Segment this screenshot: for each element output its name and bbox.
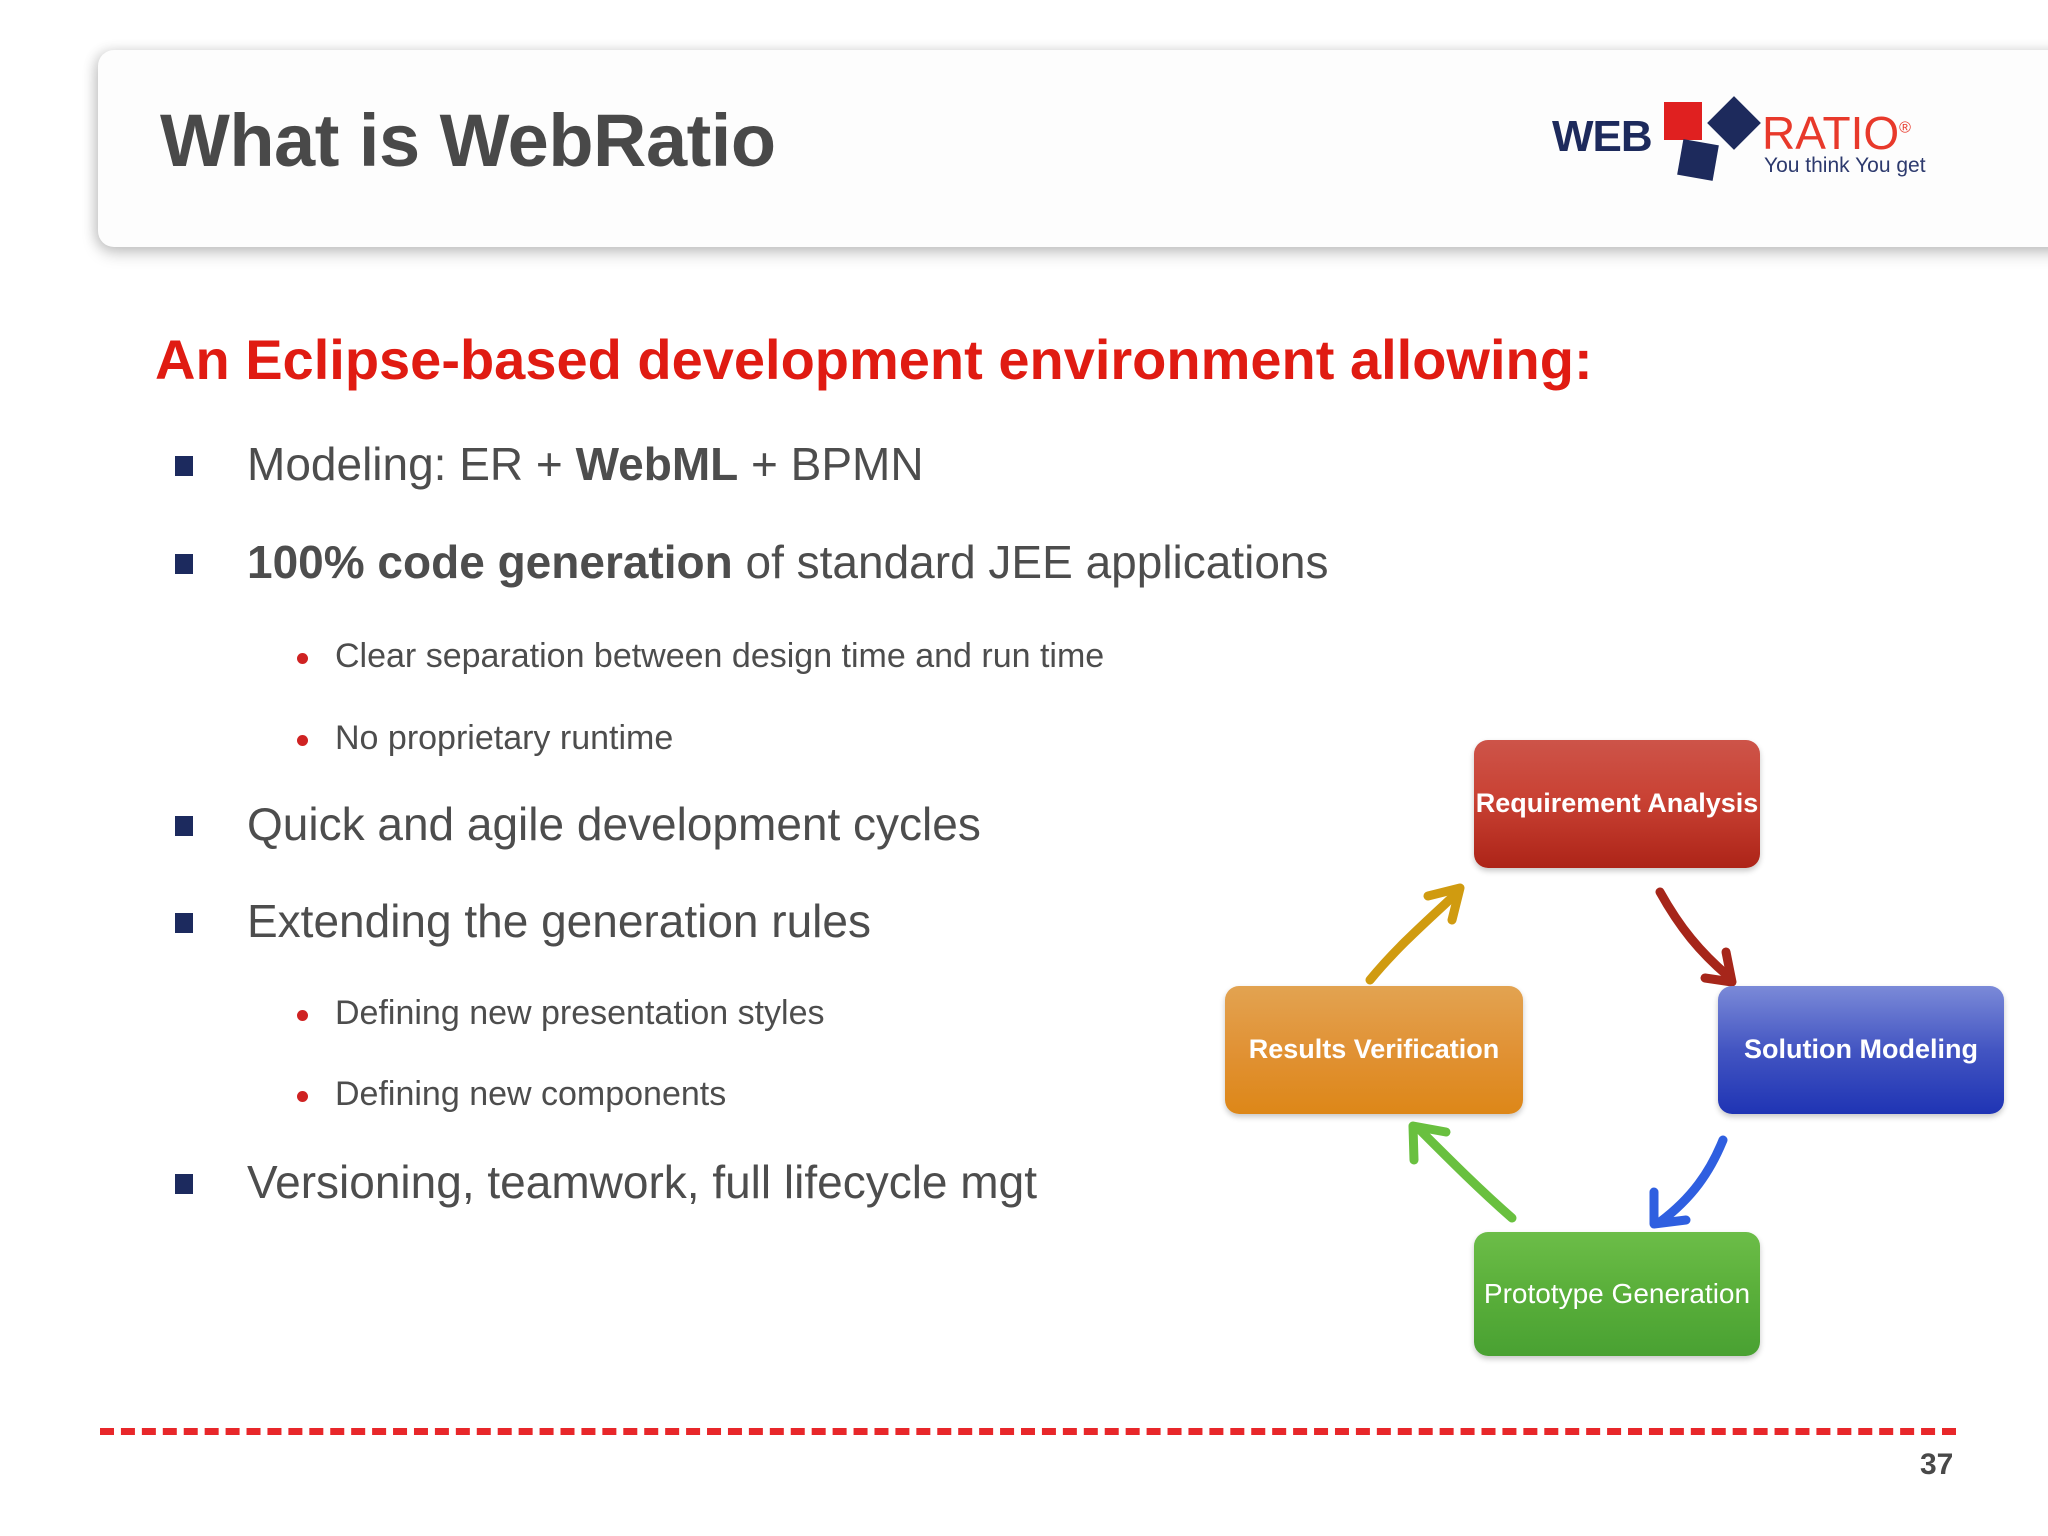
bullet-square-icon (175, 456, 193, 476)
arrow-requirement-to-solution (1655, 887, 1737, 987)
bullet-square-icon (175, 554, 193, 574)
bullet-quick-agile-cycles: Quick and agile development cycles (175, 797, 981, 851)
subbullet-no-proprietary-runtime: No proprietary runtime (297, 719, 674, 758)
bullet-text-plain: Modeling: ER + WebML + BPMN (247, 438, 924, 490)
logo-navy-diamond-icon (1707, 96, 1761, 150)
subbullet-clear-separation: Clear separation between design time and… (297, 637, 1105, 676)
logo-tagline: You think You get (1764, 154, 1926, 177)
cycle-node-results-verification[interactable]: Results Verification (1225, 986, 1523, 1114)
logo-registered-mark: ® (1899, 119, 1911, 137)
bullet-text-plain: 100% code generation of standard JEE app… (247, 536, 1329, 588)
arrow-prototype-to-results (1408, 1121, 1517, 1223)
cycle-node-label: Results Verification (1248, 1034, 1500, 1065)
page-title: What is WebRatio (160, 99, 776, 182)
subbullet-text: No proprietary runtime (335, 719, 674, 757)
subbullet-new-components: Defining new components (297, 1075, 727, 1114)
subbullet-dot-icon (297, 653, 308, 664)
bullet-extending-rules: Extending the generation rules (175, 894, 871, 948)
cycle-node-solution-modeling[interactable]: Solution Modeling (1718, 986, 2004, 1114)
logo-navy-square-icon (1677, 139, 1719, 181)
subbullet-text: Clear separation between design time and… (335, 637, 1105, 675)
logo-ratio-word: RATIO (1762, 107, 1900, 159)
footer-dashed-rule (100, 1428, 1956, 1435)
arrow-results-to-requirement (1365, 883, 1465, 985)
bullet-square-icon (175, 913, 193, 933)
bullet-code-generation: 100% code generation of standard JEE app… (175, 535, 1329, 589)
content-heading: An Eclipse-based development environment… (155, 328, 1593, 391)
webratio-logo: WEB RATIO® You think You get (1552, 88, 1926, 198)
bullet-text: Extending the generation rules (247, 895, 871, 947)
subbullet-dot-icon (297, 1091, 308, 1102)
cycle-node-label: Prototype Generation (1483, 1277, 1751, 1309)
bullet-square-icon (175, 1174, 193, 1194)
bullet-modeling: Modeling: ER + WebML + BPMN (175, 437, 924, 491)
subbullet-dot-icon (297, 735, 308, 746)
arrow-solution-to-prototype (1649, 1135, 1728, 1229)
subbullet-dot-icon (297, 1010, 308, 1021)
logo-ratio-text: RATIO® (1762, 106, 1911, 160)
bullet-square-icon (175, 816, 193, 836)
subbullet-text: Defining new presentation styles (335, 994, 825, 1032)
logo-red-square-icon (1664, 102, 1702, 140)
cycle-node-requirement-analysis[interactable]: Requirement Analysis (1474, 740, 1760, 868)
bullet-text: Quick and agile development cycles (247, 798, 981, 850)
subbullet-text: Defining new components (335, 1075, 727, 1113)
bullet-versioning-teamwork: Versioning, teamwork, full lifecycle mgt (175, 1155, 1037, 1209)
cycle-node-prototype-generation[interactable]: Prototype Generation (1474, 1232, 1760, 1356)
slide-title-bar: What is WebRatio (98, 50, 2048, 247)
bullet-text: Versioning, teamwork, full lifecycle mgt (247, 1156, 1037, 1208)
development-cycle-diagram: Requirement Analysis Solution Modeling P… (1180, 720, 2020, 1380)
page-number: 37 (1920, 1448, 1954, 1481)
cycle-node-label: Solution Modeling (1744, 1034, 1978, 1065)
logo-web-text: WEB (1552, 112, 1653, 161)
subbullet-presentation-styles: Defining new presentation styles (297, 994, 825, 1033)
cycle-node-label: Requirement Analysis (1475, 788, 1759, 819)
